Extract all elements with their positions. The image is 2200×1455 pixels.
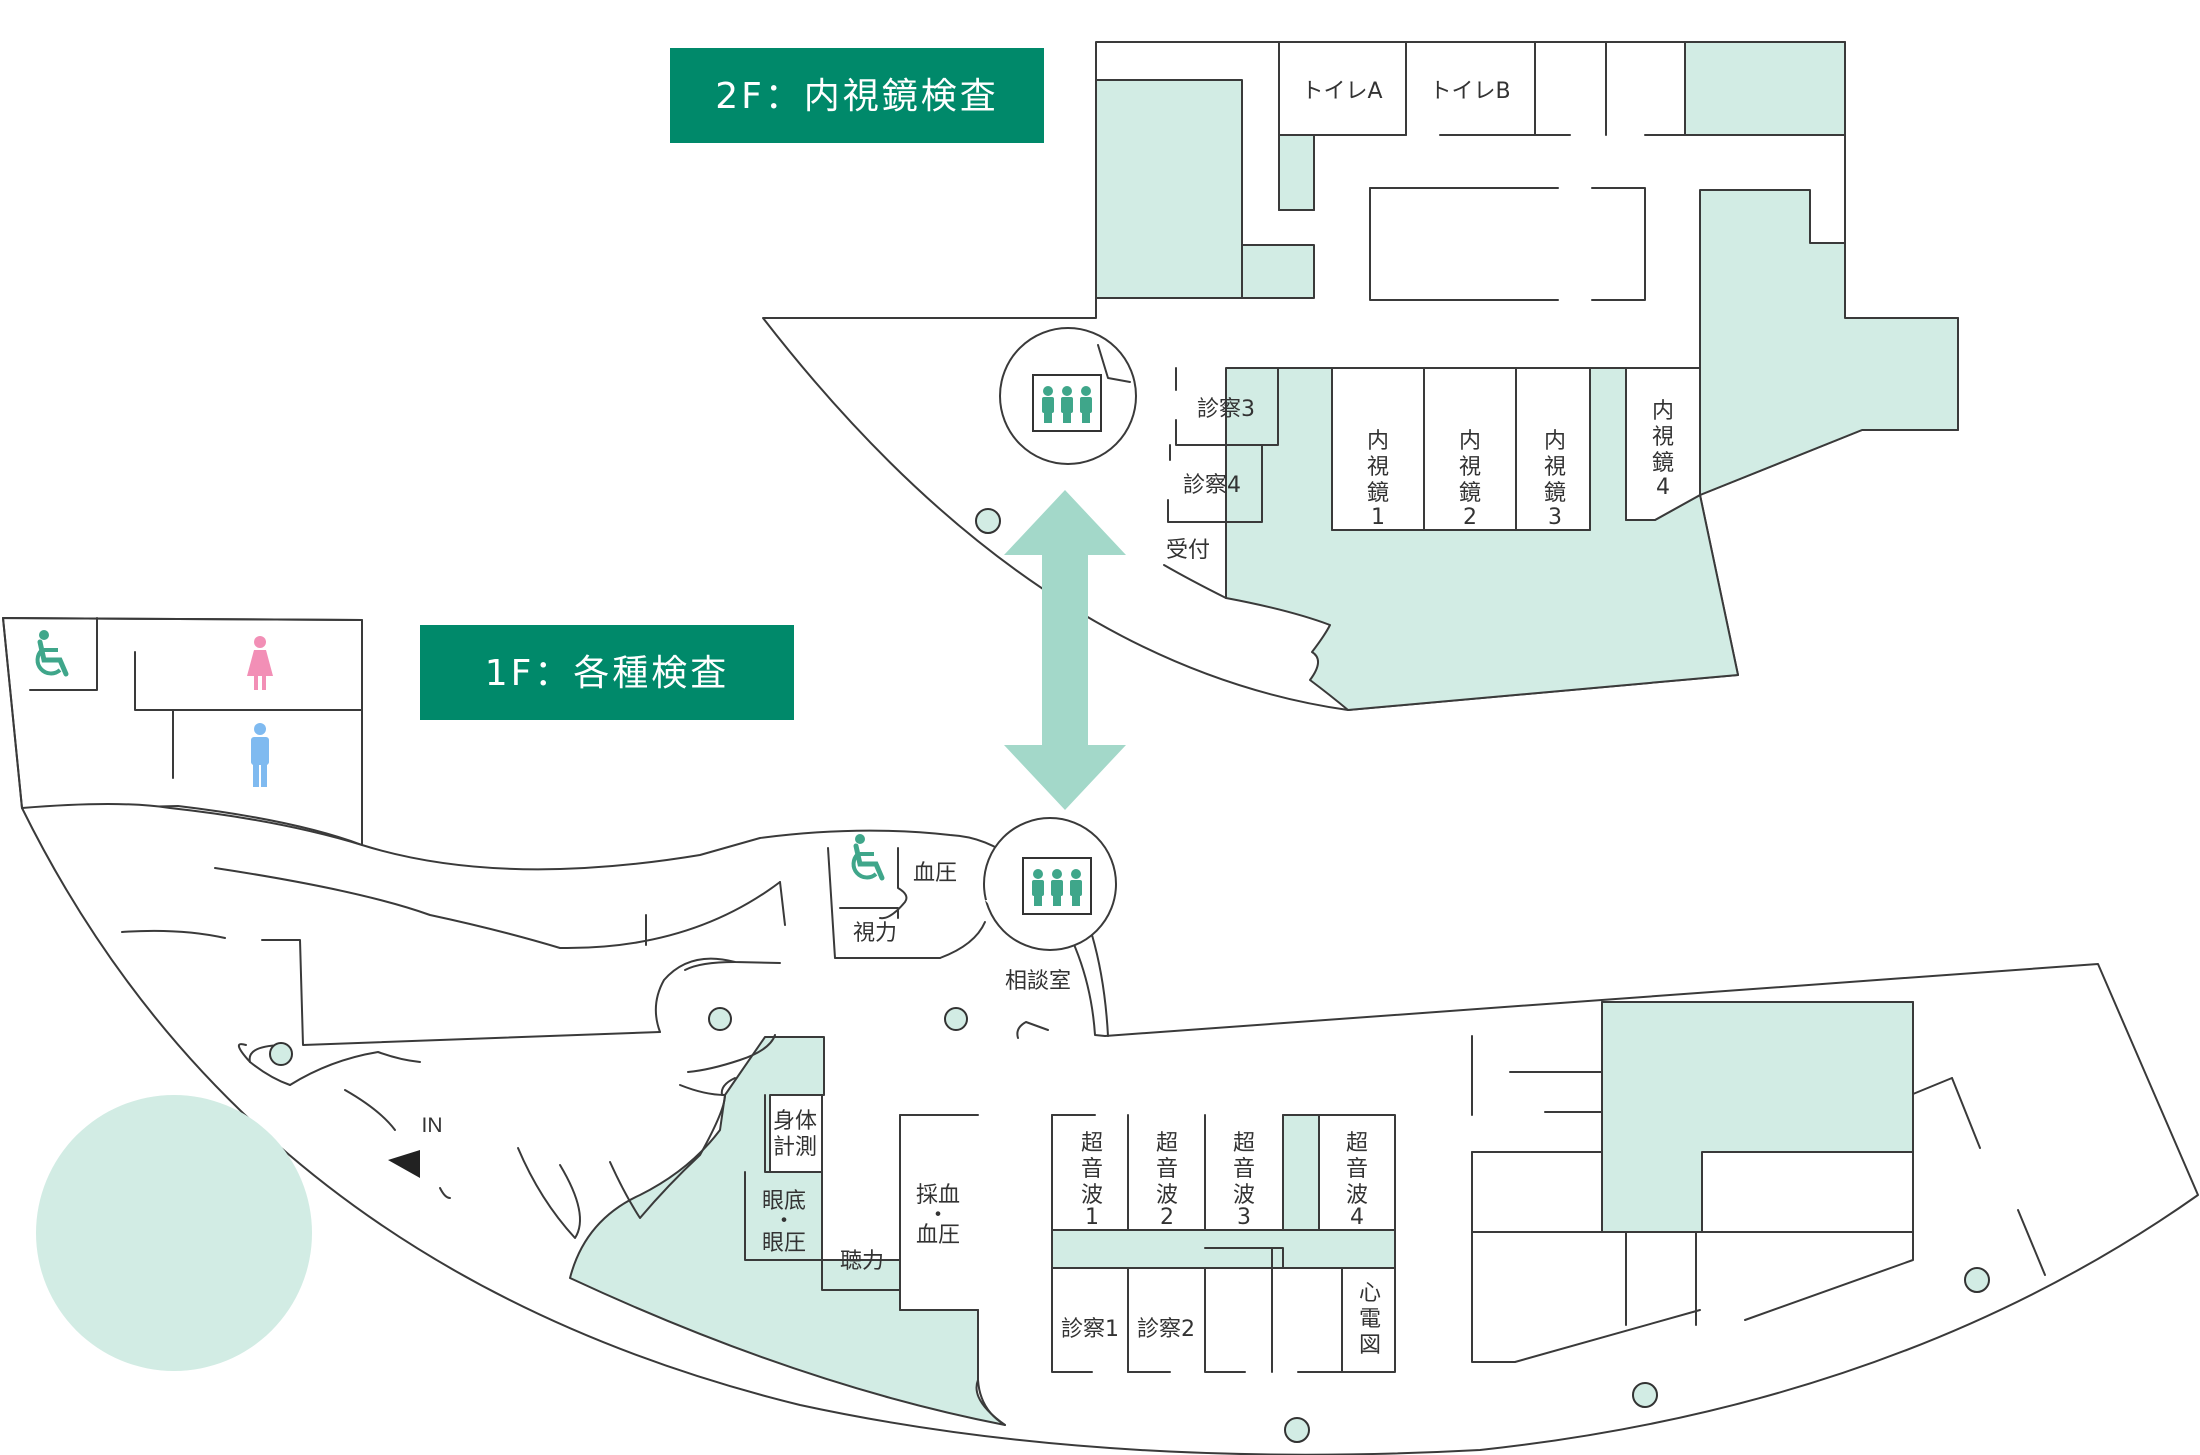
- svg-text:波: 波: [1233, 1183, 1255, 1208]
- pillar: [1964, 1267, 1990, 1293]
- pillar: [1632, 1382, 1658, 1408]
- zone-2f-northeast-room: [1684, 41, 1846, 136]
- blood-draw-label: 採血 ・ 血圧: [916, 1183, 960, 1248]
- svg-text:鏡: 鏡: [1459, 481, 1481, 506]
- decorative-circle: [36, 1095, 312, 1371]
- svg-text:視: 視: [1652, 425, 1674, 450]
- exam2-label: 診察2: [1137, 1317, 1195, 1342]
- svg-text:鏡: 鏡: [1544, 481, 1566, 506]
- svg-text:波: 波: [1346, 1183, 1368, 1208]
- endo-room-1-label: 内 視 鏡 1: [1367, 429, 1389, 530]
- exam1-label: 診察1: [1061, 1317, 1119, 1342]
- zone-1f-ultra4: [1282, 1114, 1320, 1231]
- svg-text:視: 視: [1544, 455, 1566, 480]
- svg-text:内: 内: [1652, 399, 1674, 424]
- svg-text:音: 音: [1156, 1157, 1178, 1182]
- svg-text:身体: 身体: [773, 1109, 817, 1134]
- floor-2f: トイレA トイレB 診察3 診察4 受付 内 視 鏡 1 内 視 鏡 2: [670, 41, 1959, 711]
- svg-text:視: 視: [1367, 455, 1389, 480]
- endo-room-2-label: 内 視 鏡 2: [1459, 429, 1481, 530]
- svg-text:心: 心: [1359, 1281, 1381, 1306]
- vision-label: 視力: [853, 921, 897, 946]
- floor-2f-banner: [670, 48, 1044, 143]
- svg-text:音: 音: [1233, 1157, 1255, 1182]
- svg-text:内: 内: [1459, 429, 1481, 454]
- wheelchair-icon: [851, 834, 885, 881]
- svg-text:内: 内: [1544, 429, 1566, 454]
- svg-text:3: 3: [1548, 505, 1562, 530]
- blood-pressure-label: 血圧: [913, 861, 957, 886]
- reception-label: 受付: [1166, 538, 1210, 563]
- female-toilet-icon: [247, 636, 273, 690]
- svg-text:眼圧: 眼圧: [762, 1231, 806, 1256]
- svg-text:波: 波: [1156, 1183, 1178, 1208]
- body-measurement-label: 身体 計測: [773, 1109, 817, 1160]
- endo-room-4-label: 内 視 鏡 4: [1652, 399, 1674, 500]
- zone-2f-toilet-strip: [1278, 134, 1315, 211]
- svg-text:電: 電: [1359, 1307, 1381, 1332]
- wheelchair-icon: [35, 630, 69, 677]
- fundus-label: 眼底 ・ 眼圧: [762, 1189, 806, 1256]
- svg-text:超: 超: [1156, 1131, 1178, 1156]
- svg-text:音: 音: [1081, 1157, 1103, 1182]
- elevator-icon: [1022, 857, 1092, 915]
- svg-text:4: 4: [1350, 1205, 1364, 1230]
- svg-text:超: 超: [1346, 1131, 1368, 1156]
- svg-text:4: 4: [1656, 475, 1670, 500]
- floor-1f-title: 1F：各種検査: [485, 653, 730, 694]
- svg-text:1: 1: [1371, 505, 1385, 530]
- svg-text:血圧: 血圧: [916, 1223, 960, 1248]
- hearing-label: 聴力: [840, 1249, 884, 1274]
- endo-room-3-label: 内 視 鏡 3: [1544, 429, 1566, 530]
- up-down-arrow-icon: [1004, 490, 1126, 810]
- toilet-a-label: トイレA: [1301, 79, 1382, 104]
- svg-text:図: 図: [1359, 1333, 1381, 1358]
- ultrasound-3-label: 超 音 波 3: [1233, 1131, 1255, 1230]
- ultrasound-4-label: 超 音 波 4: [1346, 1131, 1368, 1230]
- svg-text:・: ・: [773, 1209, 795, 1234]
- zone-2f-west-room: [1095, 79, 1315, 299]
- ultrasound-2-label: 超 音 波 2: [1156, 1131, 1178, 1230]
- ultrasound-1-label: 超 音 波 1: [1081, 1131, 1103, 1230]
- svg-text:視: 視: [1459, 455, 1481, 480]
- toilet-b-label: トイレB: [1429, 79, 1510, 104]
- svg-text:3: 3: [1237, 1205, 1251, 1230]
- exam3-label: 診察3: [1197, 397, 1255, 422]
- svg-text:2: 2: [1160, 1205, 1174, 1230]
- entrance-label: IN: [422, 1114, 443, 1137]
- ecg-label: 心 電 図: [1359, 1281, 1381, 1358]
- svg-text:2: 2: [1463, 505, 1477, 530]
- svg-text:採血: 採血: [916, 1183, 960, 1208]
- exam4-label: 診察4: [1183, 473, 1241, 498]
- svg-text:超: 超: [1233, 1131, 1255, 1156]
- svg-text:波: 波: [1081, 1183, 1103, 1208]
- pillar: [1284, 1417, 1310, 1443]
- floor-2f-title: 2F：内視鏡検査: [715, 76, 999, 117]
- zone-2f-east-room: [1699, 189, 1959, 496]
- svg-text:音: 音: [1346, 1157, 1368, 1182]
- consultation-room-label: 相談室: [1005, 969, 1071, 994]
- pillar: [269, 1042, 293, 1066]
- pillar: [944, 1007, 968, 1031]
- male-toilet-icon: [251, 723, 269, 787]
- svg-text:眼底: 眼底: [762, 1189, 806, 1214]
- pillar: [708, 1007, 732, 1031]
- zone-2f-endoscopy-area: [1225, 367, 1739, 711]
- svg-text:内: 内: [1367, 429, 1389, 454]
- svg-text:鏡: 鏡: [1652, 451, 1674, 476]
- pillar: [975, 508, 1001, 534]
- floor-1f: 血圧 視力 相談室 身体: [2, 617, 2199, 1455]
- elevator-icon: [1032, 374, 1102, 432]
- svg-text:・: ・: [927, 1203, 949, 1228]
- entrance-arrow-icon: [388, 1150, 420, 1178]
- svg-text:鏡: 鏡: [1367, 481, 1389, 506]
- floor-1f-banner: [420, 625, 794, 720]
- svg-text:計測: 計測: [773, 1135, 817, 1160]
- svg-text:1: 1: [1085, 1205, 1099, 1230]
- svg-text:超: 超: [1081, 1131, 1103, 1156]
